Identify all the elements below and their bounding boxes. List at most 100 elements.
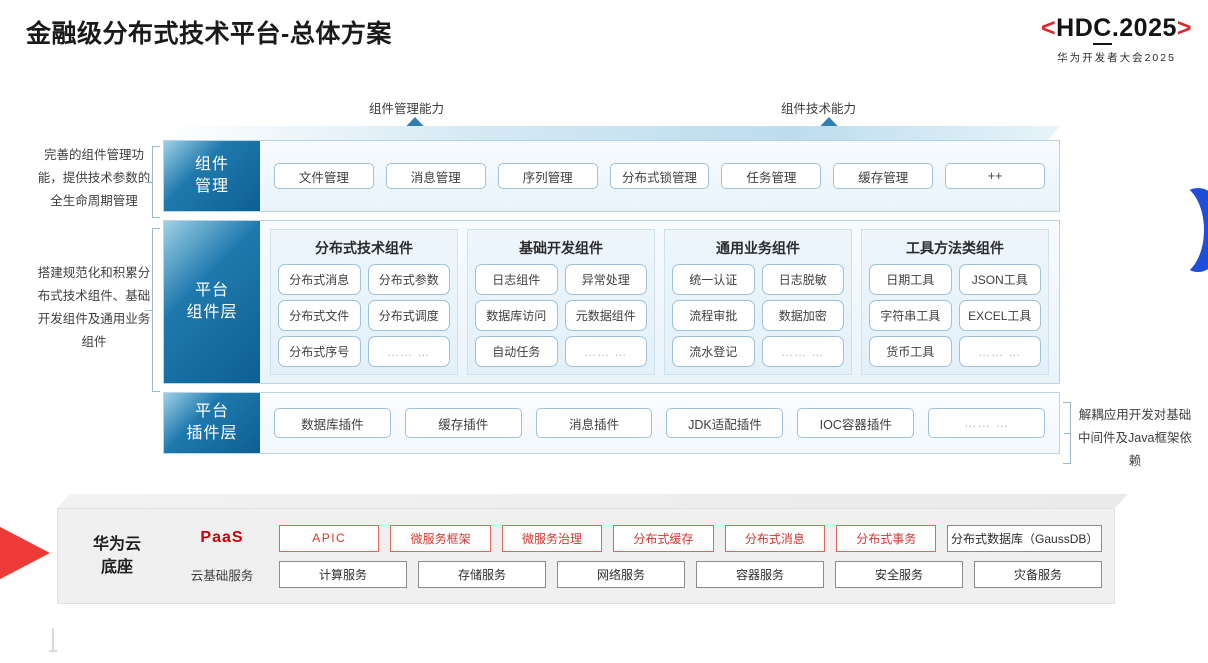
chip-cache-management[interactable]: 缓存管理 [833, 163, 934, 189]
chip-more-dots[interactable]: …… … [958, 336, 1041, 367]
chip-sequence-management[interactable]: 序列管理 [497, 163, 598, 189]
bracket-left-top-tick [145, 182, 152, 183]
logo-bracket-right-icon: > [1176, 14, 1192, 42]
layer-tab-line2: 插件层 [186, 425, 238, 442]
bchip-network-service[interactable]: 网络服务 [557, 560, 685, 588]
bracket-left-top [152, 146, 160, 218]
bchip-microservice-framework[interactable]: 微服务框架 [390, 524, 491, 552]
platform-diagram: 组件 管理 文件管理 消息管理 序列管理 分布式锁管理 任务管理 缓存管理 ++… [163, 140, 1060, 462]
chip-database-access[interactable]: 数据库访问 [475, 300, 558, 331]
hdc-logo-main: <HDC.2025> [1041, 14, 1192, 45]
chip-more-dots[interactable]: …… … [367, 336, 450, 367]
chip-excel-tool[interactable]: EXCEL工具 [958, 300, 1041, 331]
paas-label: PaaS [200, 529, 244, 546]
chip-more-dots[interactable]: …… … [564, 336, 647, 367]
chip-message-management[interactable]: 消息管理 [385, 163, 486, 189]
hdc-logo-subtitle: 华为开发者大会2025 [1057, 52, 1176, 64]
chip-auto-task[interactable]: 自动任务 [475, 336, 558, 367]
bchip-storage-service[interactable]: 存储服务 [418, 560, 546, 588]
base-row-cloud-services: 云基础服务 计算服务 存储服务 网络服务 容器服务 安全服务 灾备服务 [176, 560, 1102, 588]
huawei-cloud-base: 华为云 底座 PaaS APIC 微服务框架 微服务治理 分布式缓存 分布式消息… [57, 508, 1115, 604]
red-wedge-decoration [0, 508, 50, 598]
chip-transaction-log[interactable]: 流水登记 [672, 336, 755, 367]
hdc-logo: <HDC.2025> 华为开发者大会2025 [1041, 14, 1192, 65]
chip-metadata-component[interactable]: 元数据组件 [564, 300, 647, 331]
layer-body-platform-plugin: 数据库插件 缓存插件 消息插件 JDK适配插件 IOC容器插件 …… … [260, 393, 1059, 453]
chip-log-desensitization[interactable]: 日志脱敏 [761, 264, 844, 295]
layer-body-component-management: 文件管理 消息管理 序列管理 分布式锁管理 任务管理 缓存管理 ++ [260, 141, 1059, 211]
bracket-left-bottom [152, 228, 160, 392]
layer-tab-platform-component: 平台 组件层 [164, 221, 260, 383]
chip-log-component[interactable]: 日志组件 [475, 264, 558, 295]
bchip-microservice-governance[interactable]: 微服务治理 [501, 524, 603, 552]
bchip-distributed-database-gaussdb[interactable]: 分布式数据库（GaussDB） [947, 524, 1102, 552]
layer-tab-component-management: 组件 管理 [164, 141, 260, 211]
chip-distributed-sequence[interactable]: 分布式序号 [278, 336, 361, 367]
chip-ioc-container-plugin[interactable]: IOC容器插件 [797, 408, 915, 438]
layer-tab-line2: 管理 [194, 178, 229, 195]
chip-distributed-message[interactable]: 分布式消息 [278, 264, 361, 295]
logo-text-a: HD [1056, 14, 1094, 42]
bchip-distributed-cache[interactable]: 分布式缓存 [613, 524, 714, 552]
chip-process-approval[interactable]: 流程审批 [672, 300, 755, 331]
bchip-distributed-message[interactable]: 分布式消息 [724, 524, 826, 552]
layer-body-platform-component: 分布式技术组件 分布式消息 分布式参数 分布式文件 分布式调度 分布式序号 ……… [260, 221, 1059, 383]
logo-text-b: C [1093, 14, 1112, 45]
chip-message-plugin[interactable]: 消息插件 [535, 408, 653, 438]
chip-distributed-parameter[interactable]: 分布式参数 [367, 264, 450, 295]
chip-more-dots[interactable]: …… … [761, 336, 844, 367]
group-basic-dev-components: 基础开发组件 日志组件 异常处理 数据库访问 元数据组件 自动任务 …… … [467, 229, 655, 375]
bracket-right-tick [1064, 433, 1071, 434]
arrow-label-component-technology: 组件技术能力 [781, 102, 857, 116]
layer-platform-plugin: 平台 插件层 数据库插件 缓存插件 消息插件 JDK适配插件 IOC容器插件 …… [163, 392, 1060, 454]
chip-date-tool[interactable]: 日期工具 [869, 264, 952, 295]
chip-more-dots[interactable]: …… … [928, 408, 1045, 438]
chip-currency-tool[interactable]: 货币工具 [869, 336, 952, 367]
chip-unified-auth[interactable]: 统一认证 [672, 264, 755, 295]
group-grid: 统一认证 日志脱敏 流程审批 数据加密 流水登记 …… … [672, 264, 844, 367]
layer-tab-line1: 组件 [194, 156, 229, 174]
bchip-security-service[interactable]: 安全服务 [835, 560, 963, 588]
group-grid: 日期工具 JSON工具 字符串工具 EXCEL工具 货币工具 …… … [869, 264, 1041, 367]
chip-file-management[interactable]: 文件管理 [274, 163, 374, 189]
arrow-label-component-management: 组件管理能力 [369, 102, 445, 116]
group-common-business-components: 通用业务组件 统一认证 日志脱敏 流程审批 数据加密 流水登记 …… … [664, 229, 852, 375]
base-row-paas: PaaS APIC 微服务框架 微服务治理 分布式缓存 分布式消息 分布式事务 … [176, 524, 1102, 552]
diagram-top-fold [163, 126, 1060, 142]
bchip-distributed-transaction[interactable]: 分布式事务 [836, 524, 937, 552]
bchip-compute-service[interactable]: 计算服务 [279, 560, 407, 588]
base-title: 华为云 底座 [58, 533, 176, 579]
group-title: 分布式技术组件 [315, 240, 413, 256]
bchip-disaster-recovery-service[interactable]: 灾备服务 [974, 560, 1102, 588]
chip-string-tool[interactable]: 字符串工具 [869, 300, 952, 331]
chip-task-management[interactable]: 任务管理 [721, 163, 822, 189]
layer-tab-platform-plugin: 平台 插件层 [164, 393, 260, 453]
chip-exception-handling[interactable]: 异常处理 [564, 264, 647, 295]
blue-crescent-decoration [1148, 184, 1208, 276]
layer-component-management: 组件 管理 文件管理 消息管理 序列管理 分布式锁管理 任务管理 缓存管理 ++ [163, 140, 1060, 212]
group-distributed-tech-components: 分布式技术组件 分布式消息 分布式参数 分布式文件 分布式调度 分布式序号 ……… [270, 229, 458, 375]
group-utility-method-components: 工具方法类组件 日期工具 JSON工具 字符串工具 EXCEL工具 货币工具 …… [861, 229, 1049, 375]
chip-database-plugin[interactable]: 数据库插件 [274, 408, 391, 438]
chip-distributed-schedule[interactable]: 分布式调度 [367, 300, 450, 331]
layer-tab-line1: 平台 [194, 403, 229, 421]
chip-data-encryption[interactable]: 数据加密 [761, 300, 844, 331]
chip-json-tool[interactable]: JSON工具 [958, 264, 1041, 295]
base-title-line2: 底座 [100, 559, 133, 576]
group-grid: 日志组件 异常处理 数据库访问 元数据组件 自动任务 …… … [475, 264, 647, 367]
bchip-apic[interactable]: APIC [279, 524, 380, 552]
bchip-container-service[interactable]: 容器服务 [696, 560, 824, 588]
group-title: 通用业务组件 [716, 240, 800, 256]
page-title: 金融级分布式技术平台-总体方案 [26, 20, 392, 48]
annotation-right: 解耦应用开发对基础中间件及Java框架依赖 [1078, 408, 1192, 469]
group-grid: 分布式消息 分布式参数 分布式文件 分布式调度 分布式序号 …… … [278, 264, 450, 367]
chip-distributed-file[interactable]: 分布式文件 [278, 300, 361, 331]
layer-tab-line2: 组件层 [186, 304, 238, 321]
chip-jdk-adapter-plugin[interactable]: JDK适配插件 [666, 408, 784, 438]
chip-cache-plugin[interactable]: 缓存插件 [404, 408, 522, 438]
layer-tab-line1: 平台 [194, 282, 229, 300]
chip-distributed-lock-management[interactable]: 分布式锁管理 [609, 163, 710, 189]
chip-more-plus[interactable]: ++ [945, 163, 1046, 189]
layer-platform-component: 平台 组件层 分布式技术组件 分布式消息 分布式参数 分布式文件 分布式调度 分… [163, 220, 1060, 384]
group-title: 工具方法类组件 [906, 240, 1004, 256]
